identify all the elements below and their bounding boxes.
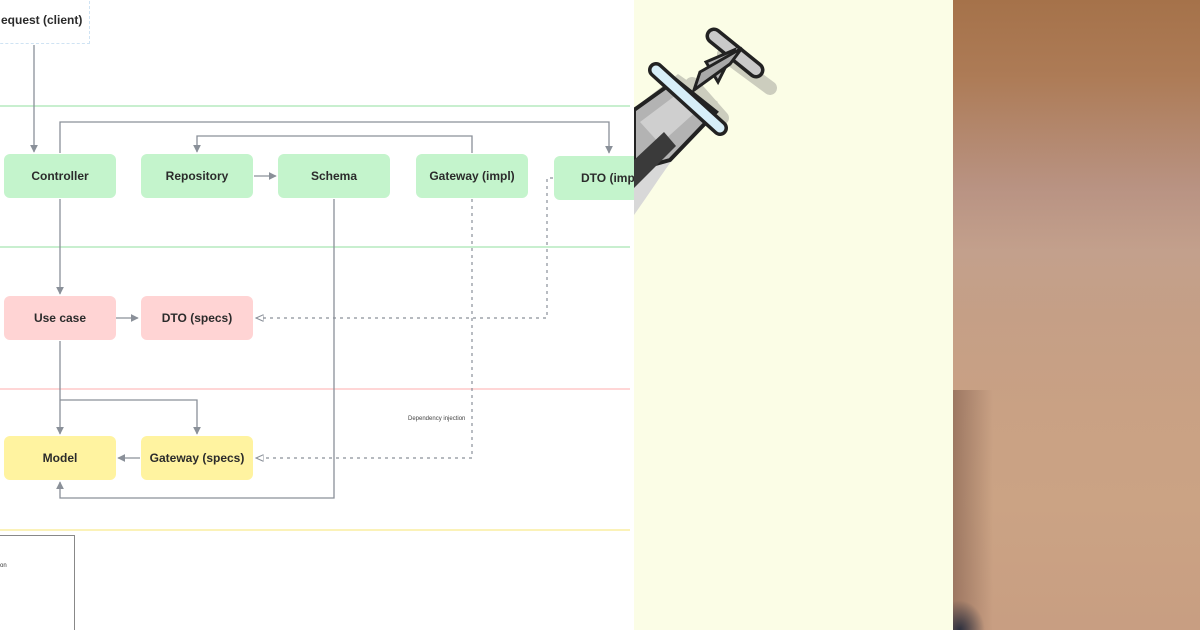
layer-divider-domain [0, 529, 630, 531]
gateway-impl-label: Gateway (impl) [429, 169, 515, 183]
gateway-specs-label: Gateway (specs) [149, 451, 245, 465]
syringe-icon [634, 27, 777, 215]
use-case-label: Use case [33, 311, 87, 325]
dependency-injection-note: Dependency injection [408, 416, 466, 422]
dto-specs-node: DTO (specs) [141, 296, 253, 340]
dto-impl-label: DTO (imp [581, 171, 634, 185]
model-label: Model [42, 451, 78, 465]
blurred-photo-panel [953, 0, 1200, 630]
schema-node: Schema [278, 154, 390, 198]
architecture-diagram: equest (client) Controller Repository Sc… [0, 0, 634, 630]
controller-label: Controller [31, 169, 89, 183]
model-node: Model [4, 436, 116, 480]
use-case-node: Use case [4, 296, 116, 340]
schema-label: Schema [310, 169, 358, 183]
dto-impl-node: DTO (imp [554, 156, 634, 200]
photo-dark-corner [953, 600, 985, 630]
dto-specs-label: DTO (specs) [161, 311, 233, 325]
request-client-label: equest (client) [1, 13, 83, 27]
request-client-box: equest (client) [0, 0, 90, 44]
repository-node: Repository [141, 154, 253, 198]
controller-node: Controller [4, 154, 116, 198]
legend-box [0, 535, 75, 630]
gateway-impl-node: Gateway (impl) [416, 154, 528, 198]
layer-divider-application [0, 388, 630, 390]
photo-edge-shadow [953, 390, 993, 630]
layer-divider-infrastructure [0, 246, 630, 248]
syringe-illustration-panel [634, 0, 954, 630]
legend-label: on [0, 563, 7, 569]
gateway-specs-node: Gateway (specs) [141, 436, 253, 480]
repository-label: Repository [165, 169, 229, 183]
layer-divider-top [0, 105, 630, 107]
